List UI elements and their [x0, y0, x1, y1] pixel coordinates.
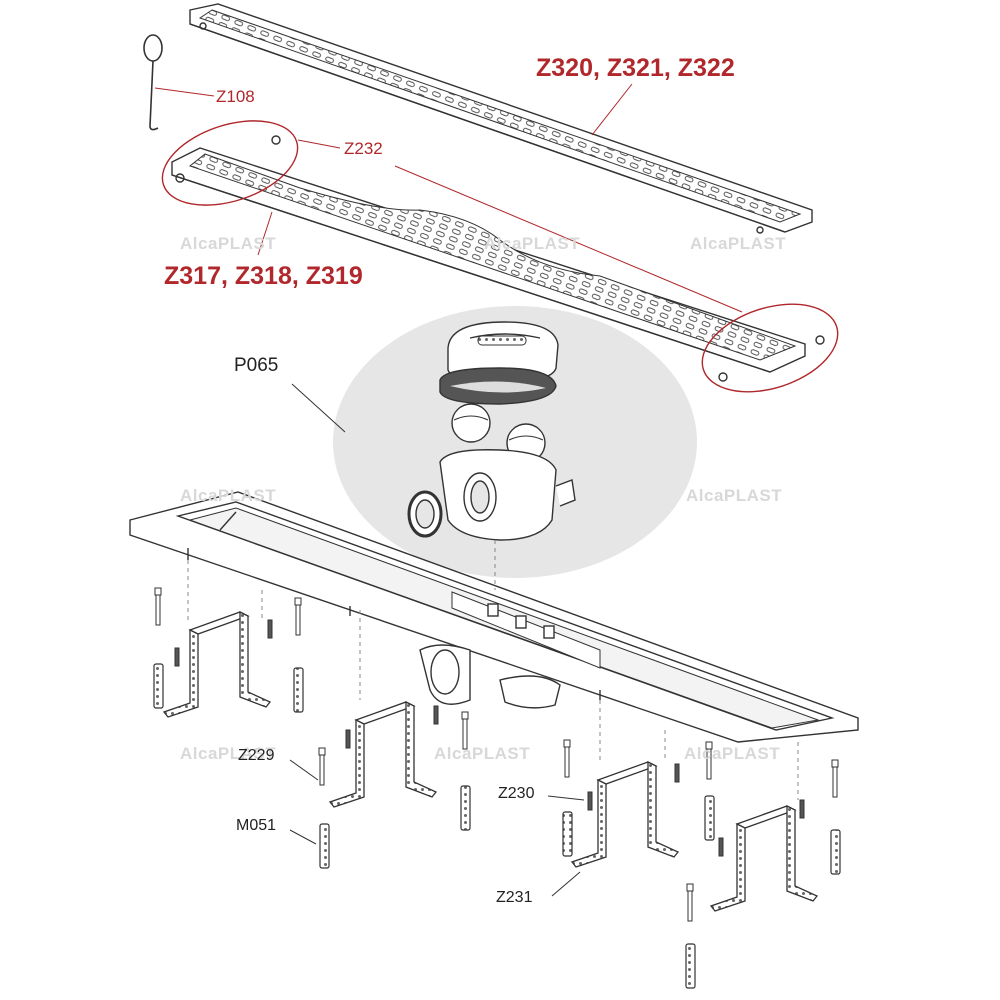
label-z320: Z320, Z321, Z322: [536, 54, 735, 82]
guide-lines: [187, 540, 799, 800]
top-grate: [189, 3, 813, 234]
siphon-parts: [407, 321, 576, 541]
label-z317: Z317, Z318, Z319: [164, 262, 363, 290]
key-pin: [143, 34, 163, 131]
label-z232: Z232: [344, 139, 383, 158]
small-screws: [174, 619, 805, 857]
drain-channel: [129, 491, 859, 743]
second-grate: [171, 135, 825, 382]
label-p065: P065: [234, 355, 279, 376]
watermark: AlcaPLAST: [434, 744, 531, 763]
label-z108: Z108: [216, 87, 255, 106]
watermark: AlcaPLAST: [484, 234, 581, 253]
watermark: AlcaPLAST: [684, 744, 781, 763]
red-markings: [154, 83, 839, 393]
label-z230: Z230: [498, 785, 535, 802]
watermark: AlcaPLAST: [180, 234, 277, 253]
watermark: AlcaPLAST: [180, 744, 277, 763]
label-z231: Z231: [496, 889, 533, 906]
watermark: AlcaPLAST: [686, 486, 783, 505]
watermark: AlcaPLAST: [180, 486, 277, 505]
wall-dowels: [153, 663, 841, 989]
black-leaders: [289, 383, 585, 897]
label-z229: Z229: [238, 747, 275, 764]
watermark: AlcaPLAST: [690, 234, 787, 253]
label-m051: M051: [236, 817, 277, 834]
